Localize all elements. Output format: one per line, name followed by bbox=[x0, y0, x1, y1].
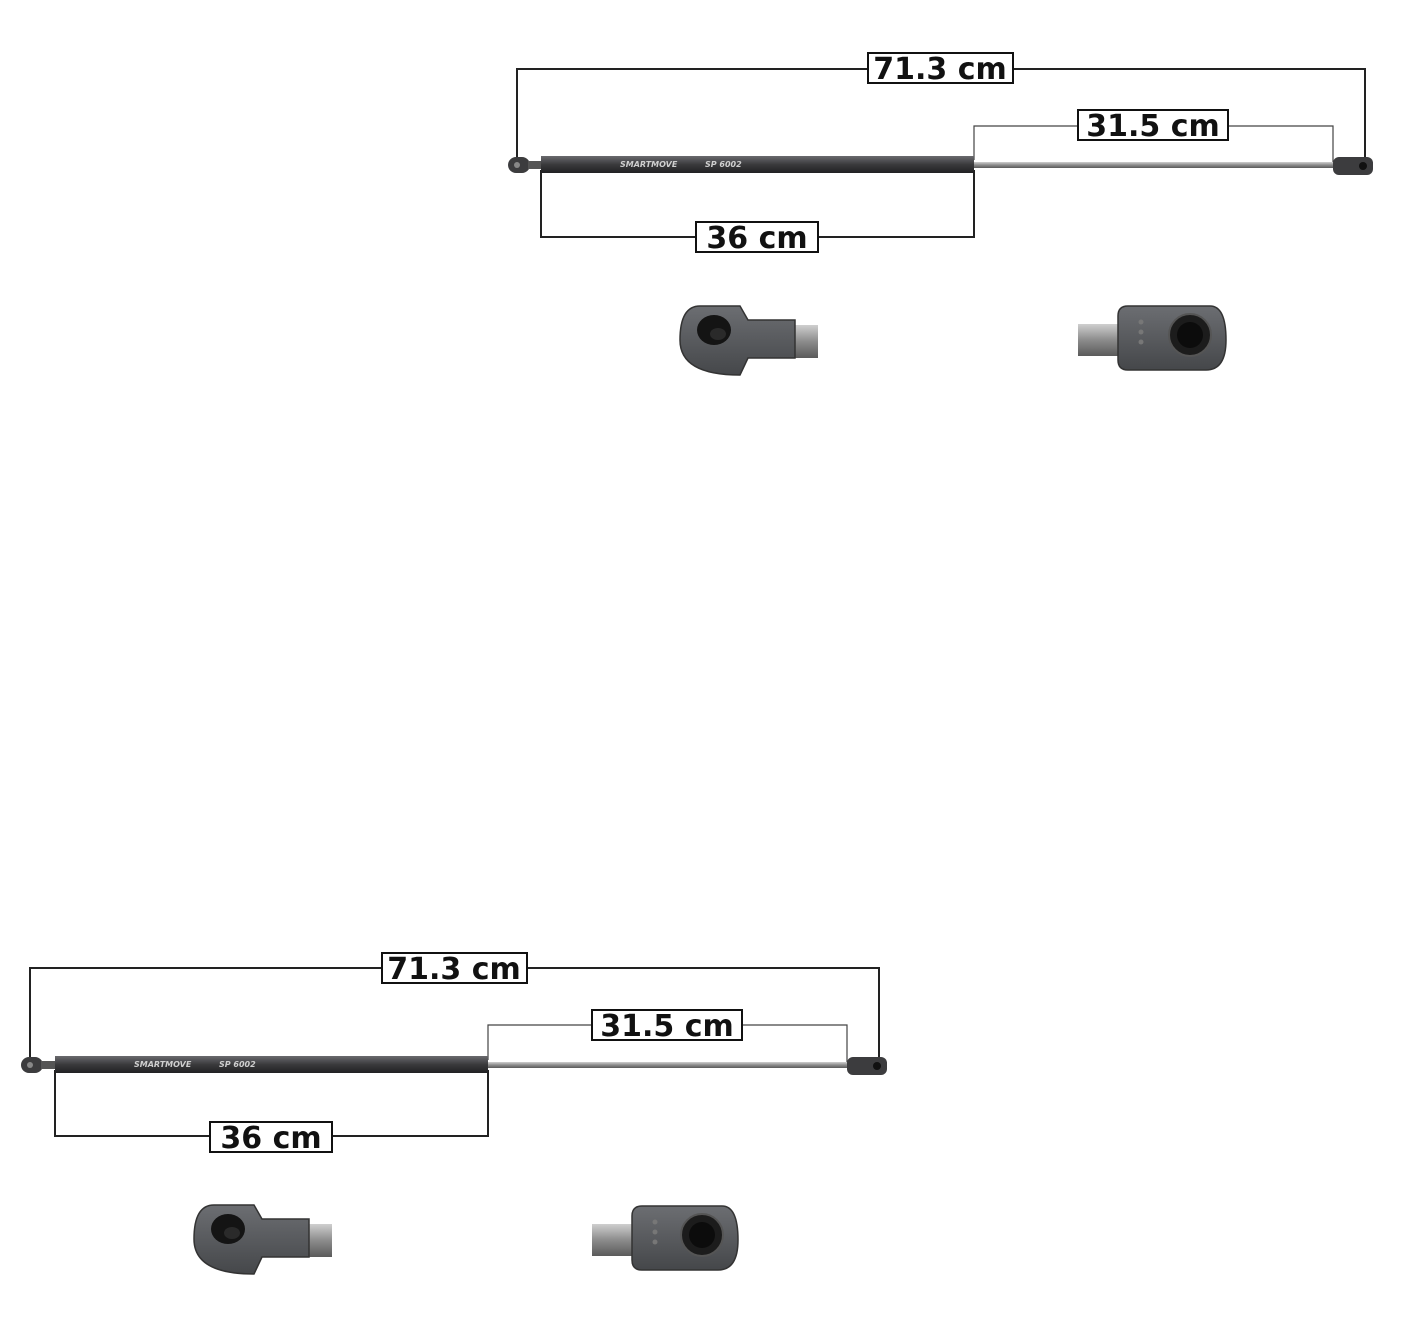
cylinder-body bbox=[541, 156, 974, 173]
left-neck bbox=[41, 1061, 55, 1069]
piston-rod bbox=[974, 162, 1334, 168]
rod-length-label-box bbox=[1077, 109, 1229, 141]
left-eyelet-icon bbox=[514, 162, 520, 168]
body-length-label: 36 cm bbox=[220, 1121, 321, 1156]
rod-length-label: 31.5 cm bbox=[600, 1009, 734, 1044]
cylinder-body bbox=[55, 1056, 488, 1073]
right-end-fitting bbox=[1333, 157, 1373, 175]
rod-length-label-box bbox=[591, 1009, 743, 1041]
body-length-label: 36 cm bbox=[706, 221, 807, 256]
right-end-fitting-detail bbox=[592, 1205, 739, 1271]
right-end-fitting bbox=[847, 1057, 887, 1075]
total-length-label: 71.3 cm bbox=[387, 952, 521, 987]
right-end-fitting-detail bbox=[1078, 305, 1227, 371]
part-code: SP 6002 bbox=[219, 1060, 256, 1069]
rod-length-label: 31.5 cm bbox=[1086, 109, 1220, 144]
part-code: SP 6002 bbox=[705, 160, 742, 169]
left-eyelet-icon bbox=[27, 1062, 33, 1068]
strut-1: 71.3 cm 31.5 cm 36 cm SMARTMOVE SP 6002 bbox=[508, 52, 1373, 376]
total-length-label: 71.3 cm bbox=[873, 52, 1007, 87]
left-neck bbox=[528, 161, 542, 169]
body-length-label-box bbox=[209, 1121, 333, 1153]
left-end-fitting-detail bbox=[193, 1204, 332, 1275]
left-end-fitting-detail bbox=[679, 305, 818, 376]
total-length-label-box bbox=[867, 52, 1014, 84]
right-eyelet-icon bbox=[1359, 162, 1367, 170]
total-length-label-box bbox=[381, 952, 528, 984]
brand-logo: SMARTMOVE bbox=[620, 160, 678, 169]
right-eyelet-icon bbox=[873, 1062, 881, 1070]
strut-2: 71.3 cm 31.5 cm 36 cm SMARTMOVE SP 6002 bbox=[21, 952, 887, 1275]
brand-logo: SMARTMOVE bbox=[134, 1060, 192, 1069]
piston-rod bbox=[488, 1062, 848, 1068]
body-length-label-box bbox=[695, 221, 819, 253]
